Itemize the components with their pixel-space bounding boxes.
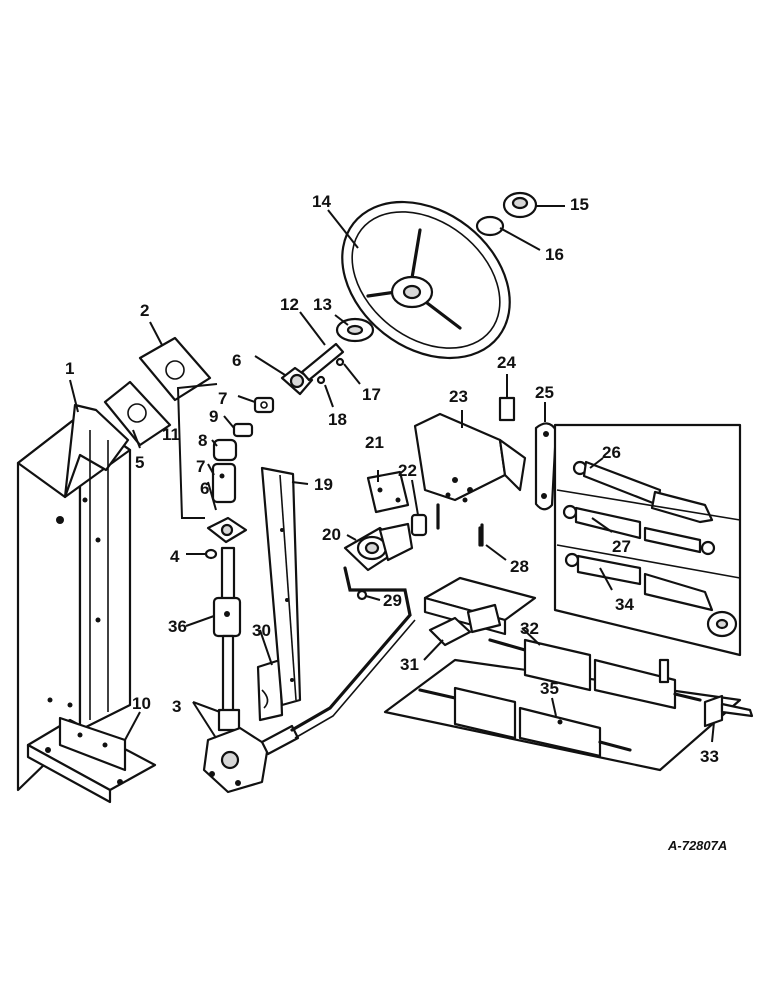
power-cylinder-35 (418, 686, 632, 758)
callout-11: 11 (162, 425, 180, 444)
side-plate (260, 466, 302, 707)
callout-7-upper: 7 (218, 389, 227, 408)
universal-joint (211, 438, 238, 504)
bushing (410, 503, 440, 537)
callout-30: 30 (252, 621, 271, 640)
callout-7-lower: 7 (196, 457, 205, 476)
callout-3: 3 (172, 697, 181, 716)
callout-13: 13 (313, 295, 332, 314)
fitting-29 (356, 589, 368, 601)
bearing-flange-lower (206, 516, 248, 544)
callout-16: 16 (545, 245, 564, 264)
callout-5: 5 (135, 453, 144, 472)
callout-15: 15 (570, 195, 589, 214)
callout-9: 9 (209, 407, 218, 426)
power-cylinder-32 (488, 638, 702, 710)
callout-26: 26 (602, 443, 621, 462)
horn-cap (502, 191, 538, 219)
link-plate (498, 396, 516, 422)
callout-18: 18 (328, 410, 347, 429)
bearing-flange-upper (280, 366, 314, 396)
callout-14: 14 (312, 192, 331, 211)
lower-shaft (212, 546, 242, 716)
control-valve (343, 522, 414, 572)
drawing-code: A-72807A (667, 838, 727, 853)
steering-column-housing (16, 403, 132, 792)
callout-6-upper: 6 (232, 351, 241, 370)
callout-22: 22 (398, 461, 417, 480)
gasket-plate (103, 380, 172, 447)
tie-rod-26 (572, 460, 714, 524)
cover-plate (138, 336, 212, 402)
rod-end (703, 694, 754, 728)
retaining-ring (204, 548, 218, 560)
callout-1: 1 (65, 359, 74, 378)
callout-28: 28 (510, 557, 529, 576)
clamp-upper (253, 396, 275, 414)
pitman-arm (534, 422, 558, 511)
base-bracket (26, 716, 157, 804)
callout-8: 8 (198, 431, 207, 450)
callout-25: 25 (535, 383, 554, 402)
tie-rod-27 (562, 504, 716, 556)
callout-10: 10 (132, 694, 151, 713)
callout-33: 33 (700, 747, 719, 766)
tie-rod-34 (564, 552, 738, 638)
callout-12: 12 (280, 295, 299, 314)
support-housing (413, 412, 527, 547)
callout-17: 17 (362, 385, 381, 404)
callout-35: 35 (540, 679, 559, 698)
cylinder-bracket (423, 576, 537, 647)
leader-lines (69, 205, 715, 743)
callout-21: 21 (365, 433, 384, 452)
callout-29: 29 (383, 591, 402, 610)
callout-6-lower: 6 (200, 479, 209, 498)
cylinder-box (383, 658, 742, 772)
callout-34: 34 (615, 595, 634, 614)
callout-36: 36 (168, 617, 187, 636)
bolt-upper (232, 422, 254, 438)
steering-wheel (341, 200, 511, 360)
callout-4: 4 (170, 547, 180, 566)
callout-2: 2 (140, 301, 149, 320)
steering-gear-box (202, 708, 300, 794)
callout-27: 27 (612, 537, 631, 556)
callout-23: 23 (449, 387, 468, 406)
cap-ring (475, 215, 505, 237)
callout-19: 19 (314, 475, 333, 494)
callout-31: 31 (400, 655, 419, 674)
gear-bracket (256, 658, 284, 722)
callout-32: 32 (520, 619, 539, 638)
callout-24: 24 (497, 353, 516, 372)
callout-20: 20 (322, 525, 341, 544)
